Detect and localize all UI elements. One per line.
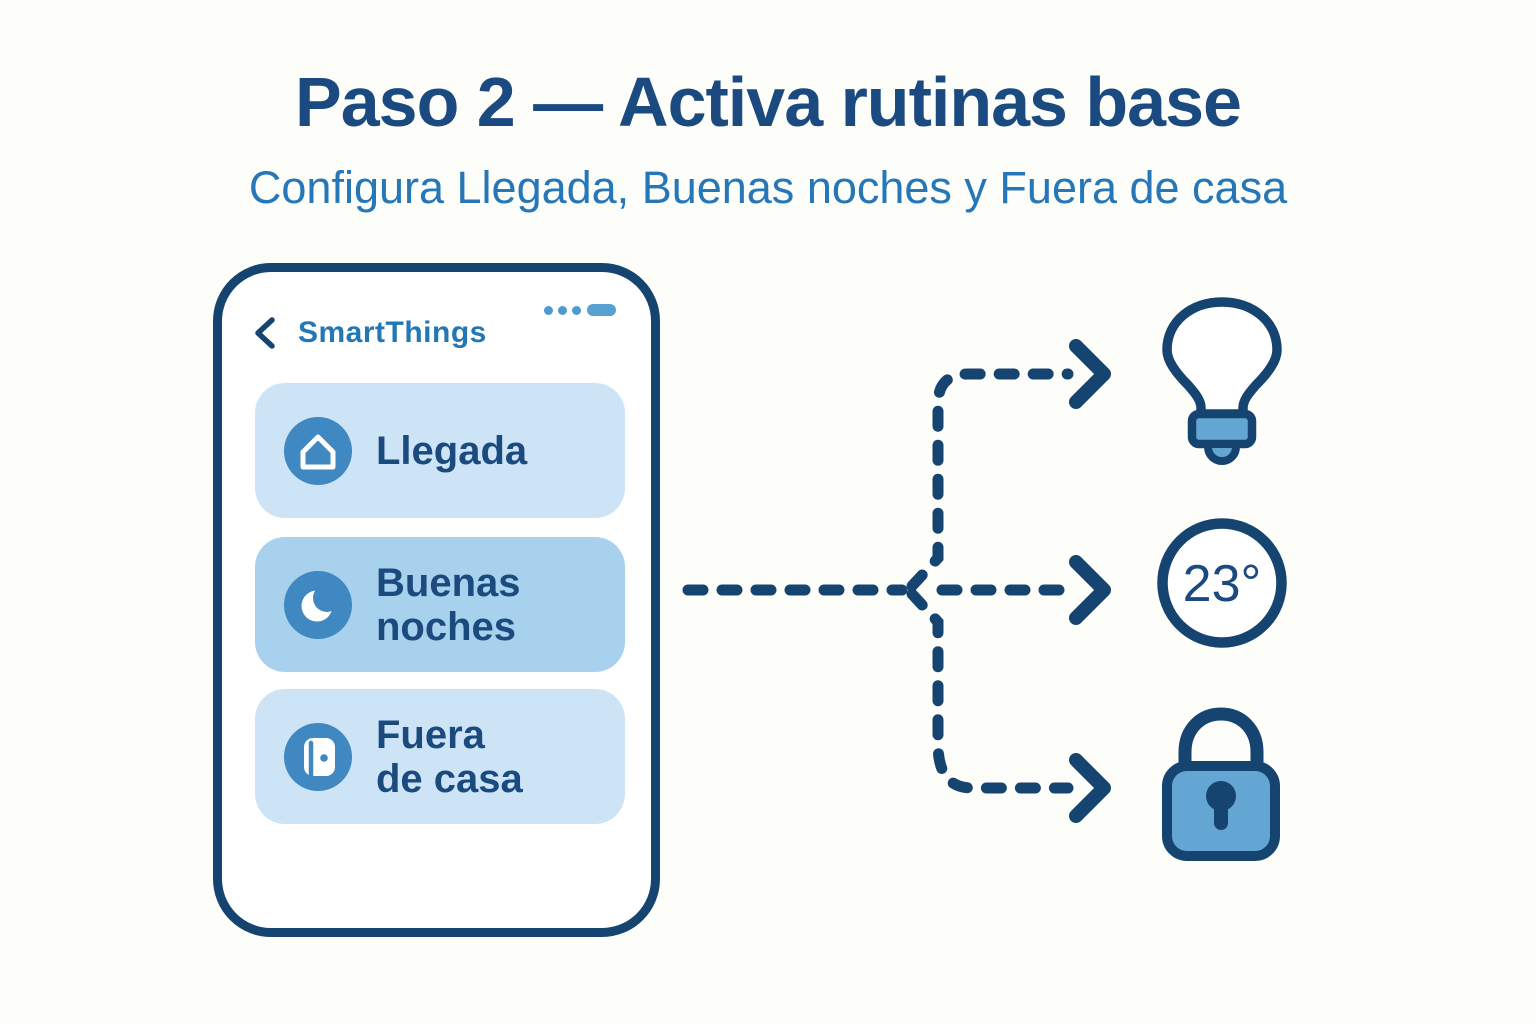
- arrow-branch-down: [906, 588, 1074, 794]
- routine-icon-circle: [284, 570, 352, 639]
- arrowhead-icon: [1069, 753, 1111, 823]
- lightbulb-icon: [1162, 297, 1282, 465]
- ellipsis-dots-icon: [544, 306, 581, 315]
- routine-card-llegada[interactable]: Llegada: [255, 383, 625, 518]
- status-pill-icon: [587, 304, 616, 316]
- routine-icon-circle: [284, 722, 352, 791]
- moon-icon: [301, 584, 338, 621]
- app-title: SmartThings: [298, 316, 487, 349]
- lock-icon: [1162, 707, 1280, 861]
- routine-card-buenas-noches[interactable]: Buenas noches: [255, 537, 625, 672]
- page-title: Paso 2 — Activa rutinas base: [295, 63, 1242, 141]
- routine-label: Fuera de casa: [376, 712, 523, 801]
- arrowhead-icon: [1069, 555, 1111, 625]
- routine-card-fuera-de-casa[interactable]: Fuera de casa: [255, 689, 625, 824]
- flow-arrows: [682, 339, 1111, 823]
- door-icon: [304, 737, 335, 777]
- routine-icon-circle: [284, 416, 352, 485]
- arrow-branch-up: [906, 368, 1074, 592]
- home-icon: [300, 434, 336, 469]
- arrowhead-icon: [1069, 339, 1111, 409]
- routine-label: Buenas noches: [376, 560, 521, 649]
- phone-mockup: SmartThings Llegada: [213, 263, 660, 937]
- back-chevron-icon[interactable]: [252, 316, 278, 350]
- routine-label: Llegada: [376, 428, 528, 473]
- page-subtitle: Configura Llegada, Buenas noches y Fuera…: [248, 162, 1288, 213]
- status-dot-icon: [558, 306, 567, 315]
- status-dot-icon: [572, 306, 581, 315]
- thermostat-value: 23°: [1183, 555, 1262, 613]
- status-dot-icon: [544, 306, 553, 315]
- thermostat-icon: 23°: [1157, 518, 1287, 648]
